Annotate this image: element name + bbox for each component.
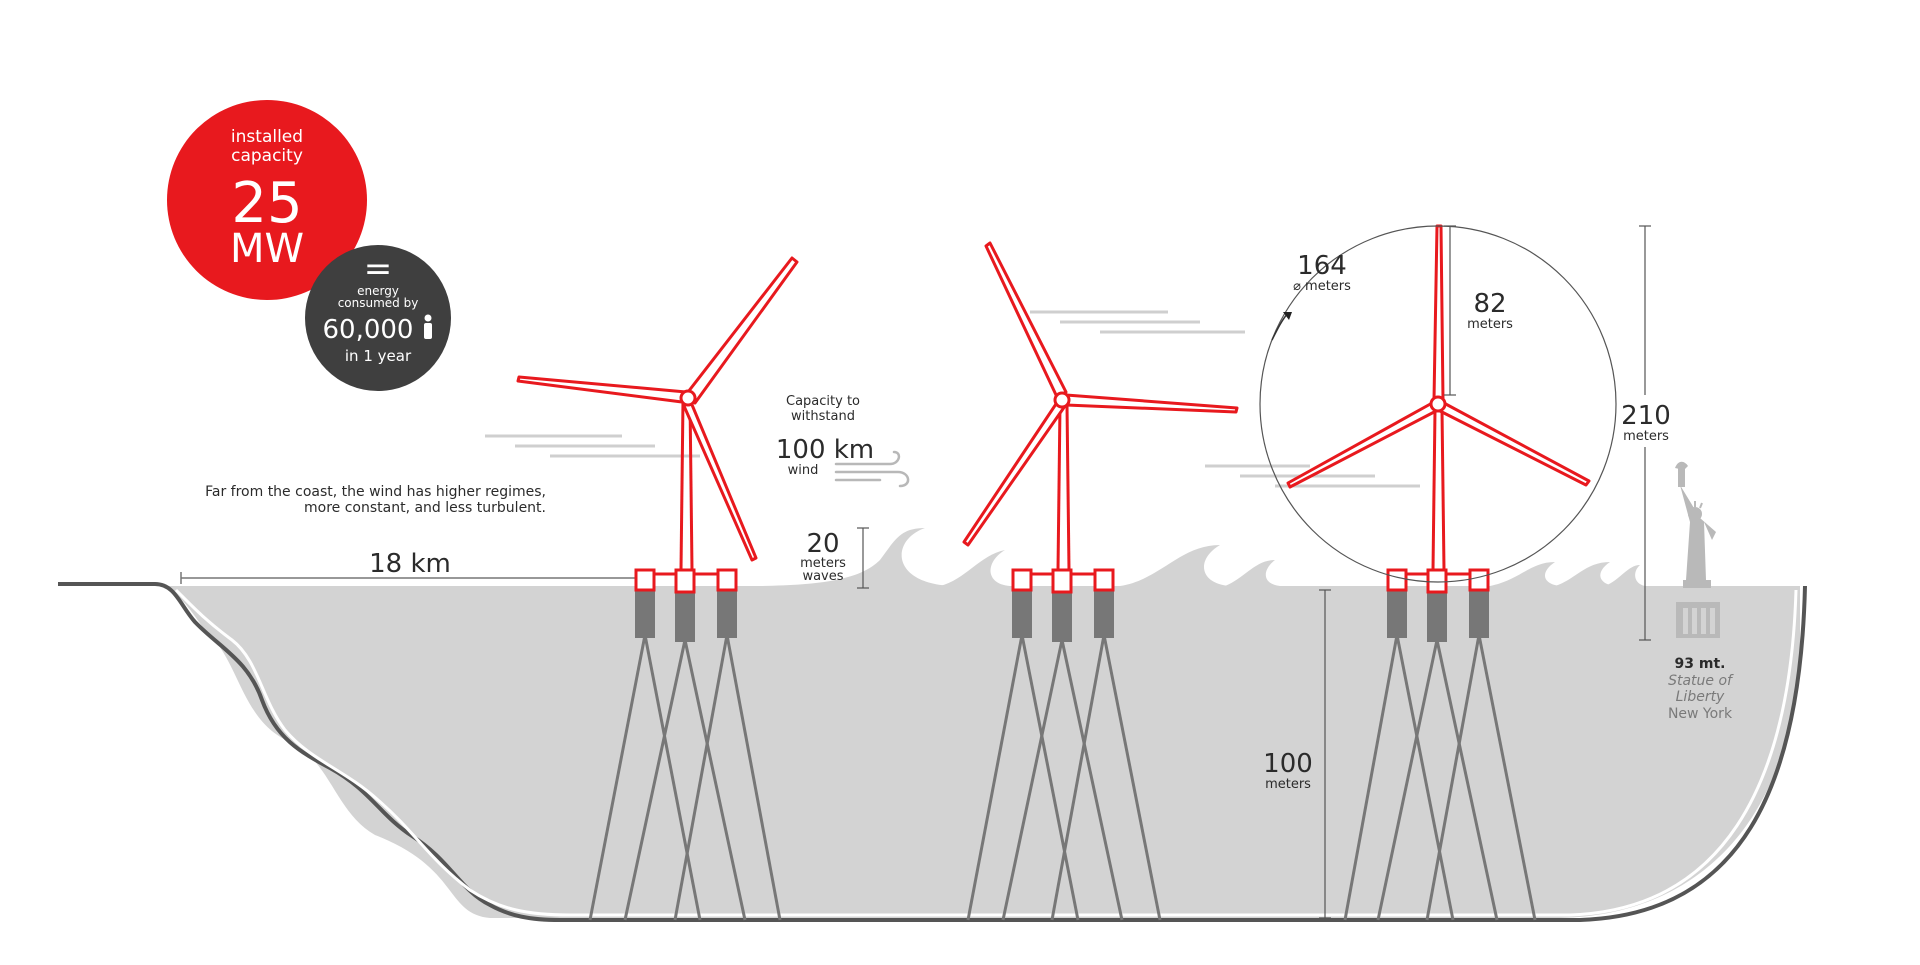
sea-area xyxy=(165,586,1800,918)
equivalence-line2: consumed by xyxy=(338,296,419,310)
mooring-lines xyxy=(1343,634,1537,921)
statue-city: New York xyxy=(1668,706,1733,722)
rotor-diameter-value: 164 xyxy=(1297,251,1347,281)
wind-speed-value: 100 km xyxy=(776,435,874,465)
capacity-title-line2: capacity xyxy=(231,146,303,166)
wave-height-line1: meters xyxy=(800,556,846,571)
mooring-lines xyxy=(966,634,1162,921)
floating-columns xyxy=(1012,590,1114,642)
equivalence-value: 60,000 xyxy=(323,315,414,345)
floating-columns xyxy=(1387,590,1489,642)
blades xyxy=(962,241,1239,547)
blades xyxy=(516,256,799,562)
height-label-bg xyxy=(1620,395,1672,447)
wind-label-line1: Capacity to xyxy=(786,394,860,409)
coast-note-line2: more constant, and less turbulent. xyxy=(304,500,546,516)
wave-height-value: 20 xyxy=(806,529,839,559)
platform xyxy=(1386,568,1490,594)
seabed-inner-line xyxy=(174,588,1798,917)
wave-height-marker xyxy=(857,527,869,589)
depth-marker xyxy=(1319,589,1331,919)
capacity-circle xyxy=(167,100,367,300)
equivalence-line1: energy xyxy=(357,284,399,298)
equivalence-circle xyxy=(305,245,451,391)
distance-marker: 18 km xyxy=(180,549,635,584)
total-height-unit: meters xyxy=(1623,429,1669,444)
capacity-value: 25 xyxy=(231,171,302,236)
wind-icon xyxy=(834,450,910,488)
platform xyxy=(1011,568,1115,594)
seabed-outline xyxy=(58,582,1807,922)
depth-label-bg xyxy=(1262,740,1322,796)
blade-length-value: 82 xyxy=(1473,289,1506,319)
depth-unit: meters xyxy=(1265,777,1311,792)
capacity-unit: MW xyxy=(230,226,304,272)
coast-note-line1: Far from the coast, the wind has higher … xyxy=(205,484,546,500)
statue-pedestal-detail xyxy=(1683,608,1715,634)
turbine-1 xyxy=(516,256,799,921)
statue-name-line1: Statue of xyxy=(1668,673,1734,689)
statue-name-line2: Liberty xyxy=(1676,689,1725,705)
person-icon xyxy=(424,314,432,339)
wave-height-line2: waves xyxy=(802,569,843,584)
statue-height: 93 mt. xyxy=(1675,656,1726,672)
mooring-lines xyxy=(588,634,782,921)
waves xyxy=(760,528,1645,586)
wind-speed-unit: wind xyxy=(788,463,819,478)
blades xyxy=(1286,224,1591,489)
capacity-title-line1: installed xyxy=(231,127,303,147)
rotor-diameter-unit: ⌀ meters xyxy=(1293,279,1351,294)
tower xyxy=(679,399,694,571)
turbine-3 xyxy=(1286,224,1591,921)
tower xyxy=(1056,404,1071,571)
total-height-value: 210 xyxy=(1621,401,1671,431)
tower xyxy=(1431,409,1446,571)
floating-columns xyxy=(635,590,737,642)
platform xyxy=(634,568,738,594)
blade-length-unit: meters xyxy=(1467,317,1513,332)
turbine-2 xyxy=(962,241,1239,921)
blade-length-marker xyxy=(1444,225,1456,396)
wind-label-line2: withstand xyxy=(791,409,855,424)
rotor-diameter-circle xyxy=(1259,225,1617,583)
wind-streaks xyxy=(485,310,1420,488)
depth-value: 100 xyxy=(1263,749,1313,779)
equivalence-period: in 1 year xyxy=(345,347,412,365)
distance-label: 18 km xyxy=(369,549,451,579)
equals-sign: = xyxy=(364,249,393,289)
